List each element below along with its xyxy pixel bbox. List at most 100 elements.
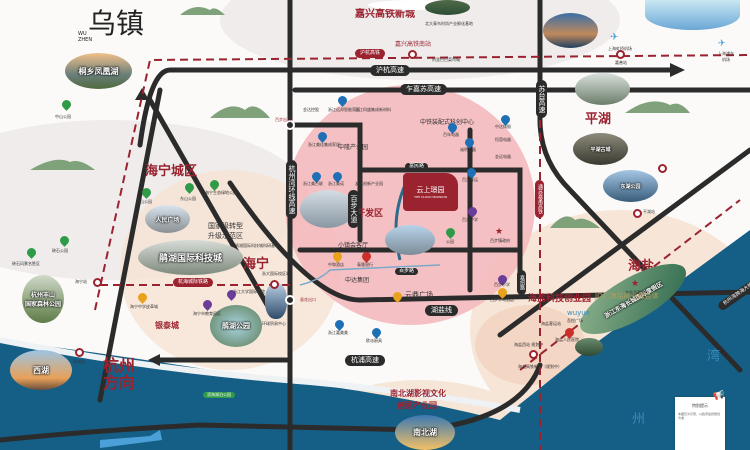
poi-haining-middle: 海宁中学皮革城 [130,304,158,309]
wuzhen-logo-latin-1: WU [78,31,87,37]
photo-pinghu-old [575,73,630,105]
poi-taiyuan-bank: 泰隆银行 [357,262,373,267]
poi-zj-yuanfang: 浙江远邦智能家居 [328,107,360,112]
road-huhang: 沪杭高速 [370,65,410,76]
station-hangzhou[interactable] [75,348,84,357]
station-jiaxing-south[interactable] [408,50,417,59]
poi-shanghai-hongqiao: 上海虹桥机场 [608,46,632,51]
poi-zj-meinuo: 浙江美诺 [328,181,344,186]
poi-zj-kezhong: 浙江科盛集成新材料 [355,107,391,112]
station-jiashan[interactable] [616,50,625,59]
poi-juanhu-base: 鹃湖国际科技城科研基地 [235,243,279,248]
poi-haiyan-hospital: 海盐人民医院 [555,337,579,342]
plane-icon-hongqiao: ✈ [610,32,619,43]
poi-chengming: 诚明电器 [460,147,476,152]
station-hangzhou-label: 杭州站 [73,359,85,364]
photo-nanbeihu: 南北湖 [395,415,455,450]
photo-yunding-plaza [385,225,435,255]
project-showroom: 云上璟园售楼处 [380,167,408,172]
plane-icon-pudong: ✈ [718,39,726,49]
poi-ouruan: 欧派厨具 [366,338,382,343]
poi-haiyan-gov: 海盐县政府 [625,290,645,295]
road-hangzhouwan-ring: 杭州湾环线高速 [286,160,297,219]
photo-global-center [265,283,287,319]
poi-haiyan-bus: 海盐客运站 [541,321,561,326]
photo-haiyan-sports [575,338,603,356]
station-zheda-intl[interactable] [270,280,279,289]
poi-yinxiu-cheng: 银泰城 [155,321,179,330]
poi-zj-jiamei: 浙江嘉美美 [328,330,348,335]
poi-kaida: 金达控股 [303,107,319,112]
megaphone-icon: 📢 [713,391,725,401]
poi-zhongshan-park: 中山公园 [55,114,71,119]
project-yunshang-jingyuan[interactable]: 云上璟园 THE CLOUD MANSION [403,173,458,211]
notice-card: 特别提示 本图仅为示意，以政府最终规划为准 [675,397,725,450]
photo-xitang [543,13,598,48]
photo-pinghu-ancient: 平湖古城 [573,133,628,165]
region-nanbeihu-park-line2: 创意产业园 [397,401,437,410]
poi-wuyue-logo: wuyue [567,309,591,317]
road-sutai: 苏台高速 [536,80,547,118]
poi-joc: JOC 海盐商业综合体 [595,292,659,300]
station-jiaxing-south-label: 嘉兴高铁南站 [395,41,432,48]
road-east: 嘉绍路 [517,270,526,295]
photo-blank-top [368,0,458,10]
poi-haining-eco-park: 海宁生态绿地公园 [205,190,237,195]
poi-baizhen-dq: 百年电器 [443,132,459,137]
poi-yuancun: 友邦创新产业园 [355,181,383,186]
poi-hengyin: 恒茵电器 [495,137,511,142]
photo-xihu: 西湖 [10,350,72,390]
station-pinghu[interactable] [633,209,642,218]
photo-zhonghuan-park [425,0,470,15]
wuzhen-logo: 乌镇 [88,7,145,40]
exit-xiashi [285,295,295,305]
poi-zhongtie: 中铁装配式科创中心 [420,119,475,126]
road-baibu-ave: 百步大道 [348,190,359,228]
region-haining: 海宁 [243,257,270,272]
station-haining[interactable] [93,278,102,287]
rail-hanghai-intercity: 杭海城际铁路 [173,278,214,287]
notice-body: 本图仅为示意，以政府最终规划为准 [678,412,721,420]
rail-tonghu-hsr: 通苏嘉甬高铁 [535,180,544,218]
photo-shanghai-skyline [645,0,740,30]
poi-national-demo-line2: 升级示范区 [208,232,243,240]
bay-label-2: 州 [632,412,646,427]
station-haiyan-west[interactable] [529,350,538,359]
station-zheda-intl-label: 浙大国际校区站 [262,271,290,276]
poi-zj-uni: 浙江大学国际学院 [233,289,265,294]
poi-alibaba: 阿里巴巴菜鸟城 [432,57,460,62]
exit-xiashi-label: 袁花出口 [300,297,316,302]
poi-global-center: 环球贸易中心 [262,321,286,326]
region-pinghu: 平湖 [585,112,612,127]
poi-park: 公园 [446,239,454,244]
poi-baibu-primary: 百步小学 [494,282,510,287]
poi-xiaozhen-hall: 小镇会客厅 [338,242,369,249]
exit-baibu-label: 百步出口 [275,117,291,122]
poi-baibu-middle: 百步中学 [462,217,478,222]
bay-label-1: 湾 [707,349,721,364]
poi-dongshan-park: 东山公园 [180,196,196,201]
station-haiyan-west-label: 海盐西站 规划中 [514,342,544,347]
poi-national-demo-line1: 国家级转型 [208,222,243,230]
station-pinghu-label: 平湖站 [643,209,655,214]
poi-yunding-plaza: 云鼎广场 [405,291,433,299]
haiyan-gov-star-icon: ★ [631,279,640,289]
rail-huhang-hsr: 沪杭高铁 [355,49,386,58]
photo-juanhu-tech-city: 鹃湖国际科技城 [138,240,243,275]
poi-beida-qingniao: 北大青鸟时尚产业孵化基地 [425,21,473,26]
poi-zhonghe-hotel: 中和酒店 [328,262,344,267]
poi-zhongda-dq: 中达铸锻 [495,124,511,129]
photo-fengshan-forest: 杭州丰山国家森林公园 [22,275,64,323]
poi-baibu-gov: 百步镇政府 [490,238,510,243]
station-pinghu-south[interactable] [658,164,667,173]
poi-shanghai-pudong-line2: 机场 [722,57,730,62]
region-nanbeihu-park-line1: 南北湖影视文化 [390,389,446,398]
poi-gaoyang-park: 硖石公园 [52,248,68,253]
poi-xishan-park: 西山公园 [136,199,152,204]
road-north: 富民路 [405,163,429,170]
baibu-gov-star-icon: ★ [495,227,504,237]
road-huyan: 湖盐线 [425,305,458,316]
poi-zj-meizhijia: 浙江美佳集成家居 [308,142,340,147]
poi-zhongda-group: 中达集团 [345,277,370,284]
